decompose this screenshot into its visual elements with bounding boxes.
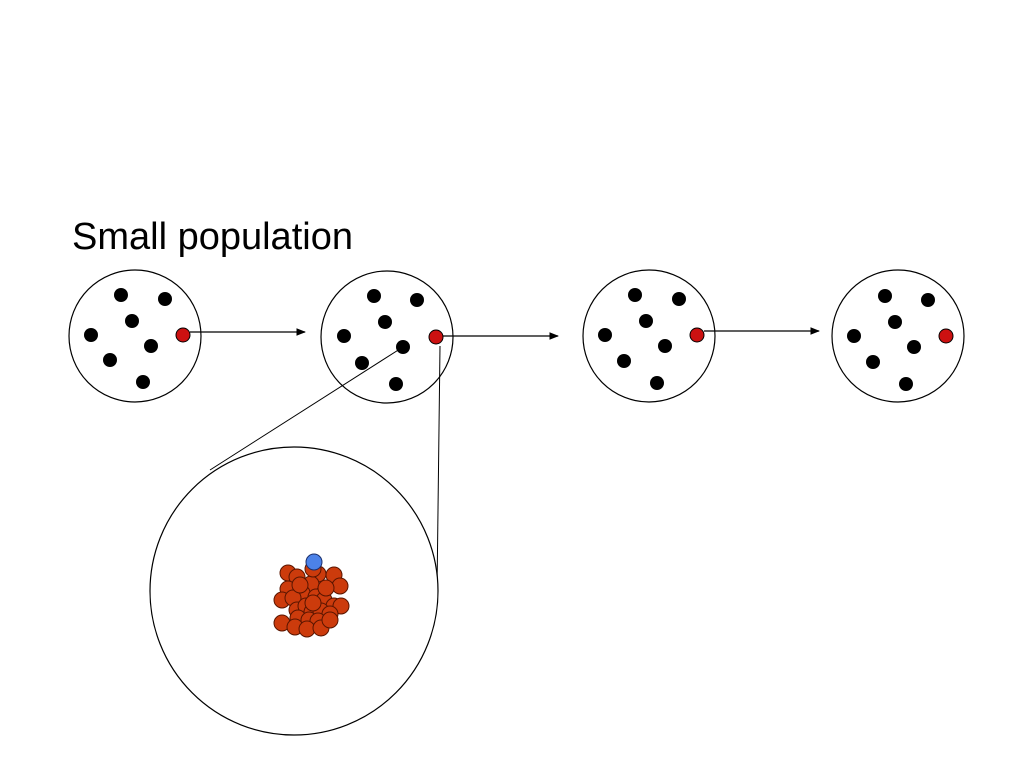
- population-circle: [582, 269, 716, 403]
- cell: [331, 577, 349, 595]
- individual-dot: [847, 329, 861, 343]
- individual-dot: [158, 292, 172, 306]
- cell: [317, 579, 335, 597]
- cell: [291, 576, 309, 594]
- individual-dot: [672, 292, 686, 306]
- slide-title: Small population: [72, 216, 353, 258]
- individual-dot: [888, 315, 902, 329]
- individual-dot: [136, 375, 150, 389]
- mutant-dot: [428, 329, 444, 345]
- individual-dot: [921, 293, 935, 307]
- cell: [304, 594, 322, 612]
- individual-dot: [410, 293, 424, 307]
- mutant-dot: [689, 327, 705, 343]
- generation-4: [831, 269, 965, 403]
- individual-dot: [144, 339, 158, 353]
- individual-dot: [899, 377, 913, 391]
- cell: [321, 611, 339, 629]
- individual-dot: [650, 376, 664, 390]
- generation-3: [582, 269, 716, 403]
- population-circle: [831, 269, 965, 403]
- individual-dot: [125, 314, 139, 328]
- cell-cluster: [273, 560, 350, 638]
- individual-dot: [639, 314, 653, 328]
- zoom-line-right: [436, 345, 441, 593]
- individual-dot: [658, 339, 672, 353]
- mutant-cell: [305, 553, 323, 571]
- individual-dot: [84, 328, 98, 342]
- individual-dot: [355, 356, 369, 370]
- individual-dot: [628, 288, 642, 302]
- individual-dot: [617, 354, 631, 368]
- zoom-line-left: [209, 346, 404, 471]
- individual-dot: [598, 328, 612, 342]
- mutant-dot: [938, 328, 954, 344]
- individual-dot: [866, 355, 880, 369]
- generation-2: [320, 270, 454, 404]
- magnified-individual: [149, 446, 439, 736]
- population-circle: [68, 269, 202, 403]
- individual-dot: [337, 329, 351, 343]
- population-circle: [320, 270, 454, 404]
- individual-dot: [378, 315, 392, 329]
- individual-dot: [114, 288, 128, 302]
- mutant-dot: [175, 327, 191, 343]
- individual-dot: [907, 340, 921, 354]
- individual-dot: [367, 289, 381, 303]
- individual-dot: [878, 289, 892, 303]
- individual-dot: [389, 377, 403, 391]
- generation-1: [68, 269, 202, 403]
- individual-dot: [103, 353, 117, 367]
